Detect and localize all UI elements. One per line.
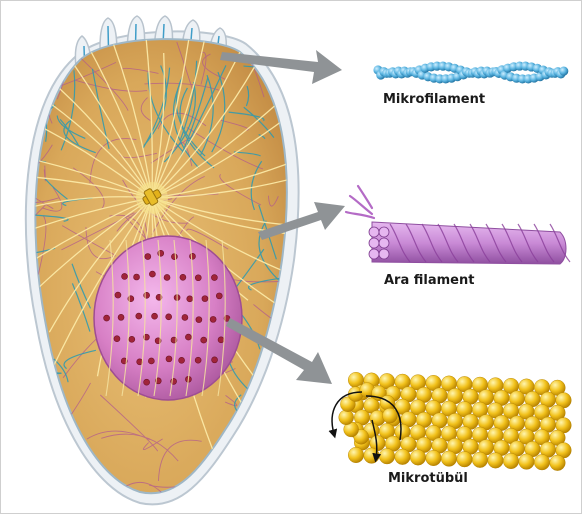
label-microfilament: Mikrofilament	[383, 92, 485, 107]
label-intermediate-filament: Ara filament	[384, 273, 474, 288]
microtubule-illustration	[339, 372, 572, 470]
centrosome	[136, 182, 168, 214]
nucleus	[94, 236, 242, 400]
label-microtubule: Mikrotübül	[388, 471, 468, 486]
